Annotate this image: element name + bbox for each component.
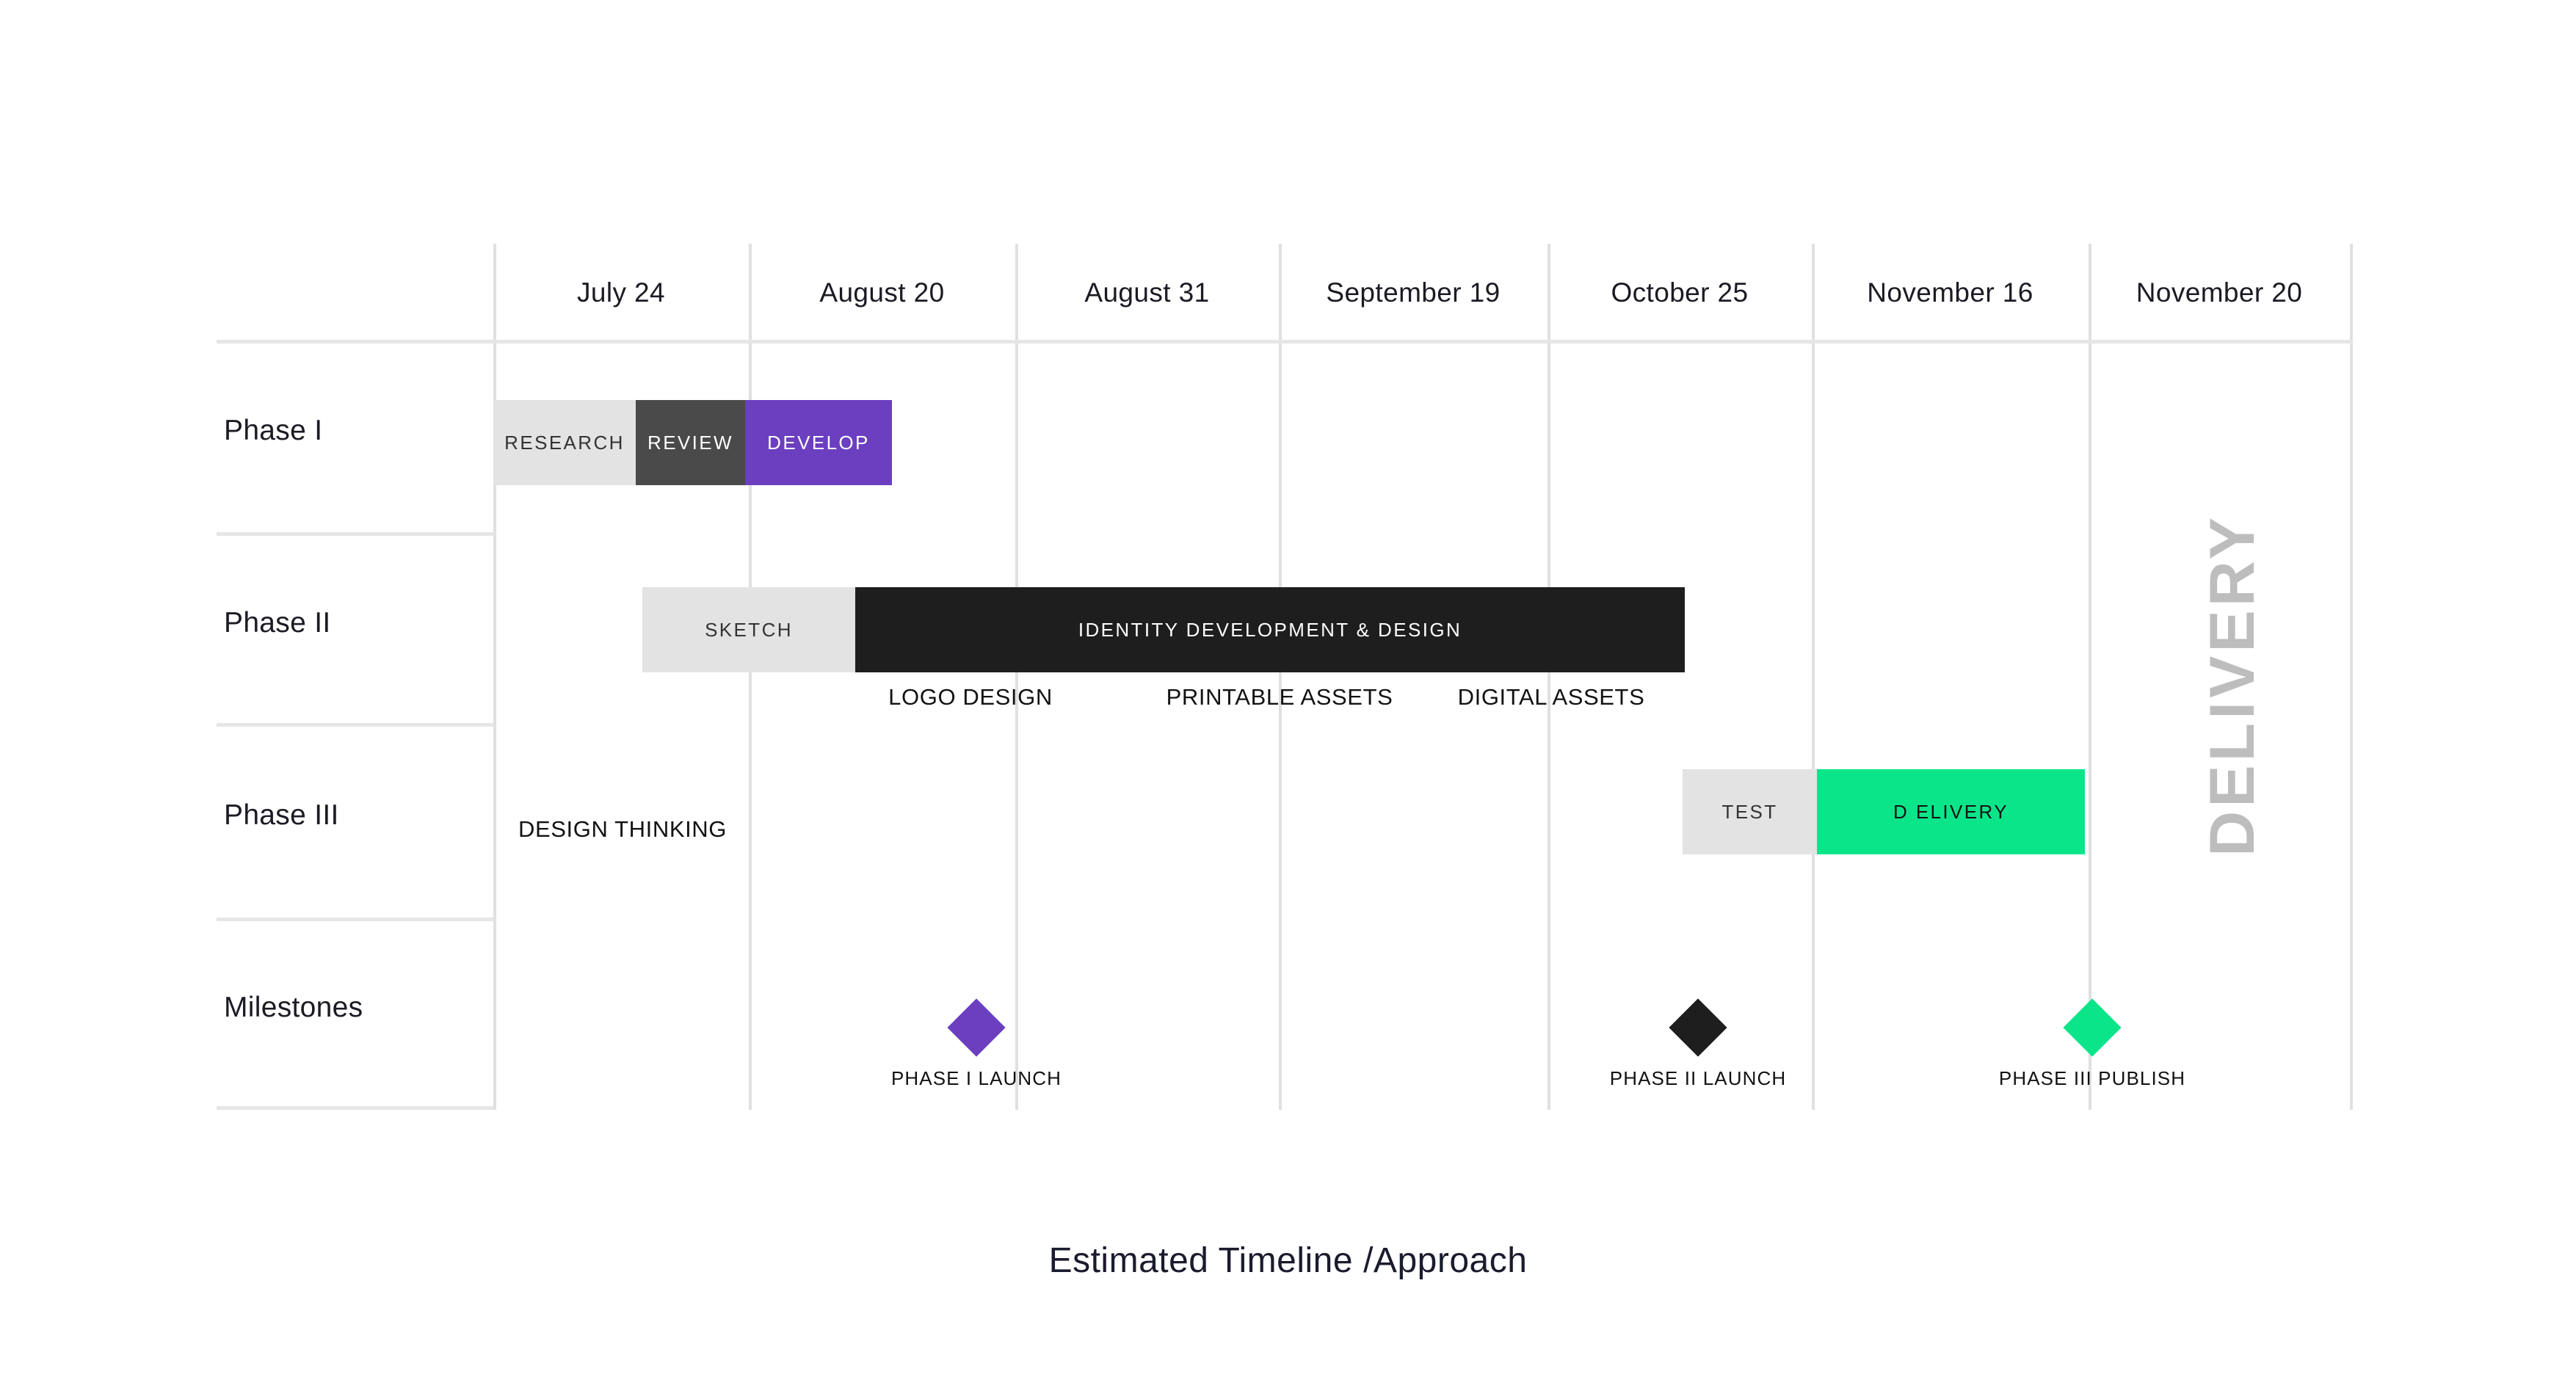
timeline-header: July 24 August 20 August 31 September 19…	[217, 244, 2353, 344]
milestone-phase-ii-launch[interactable]: PHASE II LAUNCH	[1588, 998, 1808, 1090]
row-label-phase-i: Phase I	[224, 415, 323, 446]
bar-test[interactable]: TEST	[1683, 769, 1817, 854]
diamond-icon-phase-iii	[2063, 998, 2122, 1057]
page-title-sub: Approach	[1373, 1241, 1528, 1280]
diamond-icon-phase-i	[947, 998, 1006, 1057]
date-header-september-19: September 19	[1326, 277, 1501, 308]
date-header-august-31: August 31	[1084, 277, 1210, 308]
grid-line-3	[1279, 244, 1282, 1110]
date-header-november-20: November 20	[2136, 277, 2303, 308]
grid-line-0	[493, 244, 496, 1110]
gantt-chart: July 24 August 20 August 31 September 19…	[217, 244, 2353, 1110]
bar-identity-development-and-design[interactable]: IDENTITY DEVELOPMENT & DESIGN	[855, 587, 1685, 672]
caption-design-thinking: DESIGN THINKING	[518, 816, 728, 842]
page-title-main: Estimated Timeline	[1048, 1241, 1354, 1280]
page-title-separator: /	[1363, 1241, 1374, 1280]
diamond-icon-phase-ii	[1669, 998, 1727, 1057]
bar-review[interactable]: REVIEW	[636, 400, 745, 485]
delivery-watermark: DELIVERY	[2197, 514, 2268, 857]
header-underline	[217, 340, 2353, 344]
caption-digital-assets: DIGITAL ASSETS	[1457, 684, 1645, 710]
row-rule-1	[217, 532, 493, 536]
row-rule-0	[217, 340, 493, 344]
milestone-phase-iii-publish[interactable]: PHASE III PUBLISH	[1975, 998, 2210, 1090]
grid-line-7	[2350, 244, 2353, 1110]
bar-research[interactable]: RESEARCH	[493, 400, 636, 485]
bar-delivery[interactable]: D ELIVERY	[1817, 769, 2085, 854]
bar-sketch[interactable]: SKETCH	[642, 587, 855, 672]
grid-line-1	[749, 244, 752, 1110]
caption-printable-assets: PRINTABLE ASSETS	[1166, 684, 1393, 710]
page-title: Estimated Timeline/Approach	[0, 1240, 2576, 1281]
milestone-phase-i-launch[interactable]: PHASE I LAUNCH	[874, 998, 1079, 1090]
date-header-july-24: July 24	[576, 277, 666, 308]
grid-line-5	[1812, 244, 1815, 1110]
row-label-column: Phase I Phase II Phase III Milestones	[217, 244, 493, 1110]
row-rule-2	[217, 723, 493, 727]
date-header-august-20: August 20	[819, 277, 945, 308]
bar-develop[interactable]: DEVELOP	[745, 400, 892, 485]
grid-line-6	[2089, 244, 2091, 1110]
row-label-phase-iii: Phase III	[224, 799, 339, 831]
date-header-november-16: November 16	[1867, 277, 2033, 308]
milestone-label-phase-iii: PHASE III PUBLISH	[1998, 1067, 2186, 1089]
row-label-milestones: Milestones	[224, 992, 363, 1023]
row-rule-4	[217, 1106, 493, 1110]
grid-line-4	[1548, 244, 1550, 1110]
grid-line-2	[1015, 244, 1018, 1110]
date-header-october-25: October 25	[1611, 277, 1749, 308]
caption-logo-design: LOGO DESIGN	[888, 684, 1053, 710]
row-label-phase-ii: Phase II	[224, 607, 331, 639]
milestone-label-phase-ii: PHASE II LAUNCH	[1609, 1067, 1787, 1089]
milestone-label-phase-i: PHASE I LAUNCH	[890, 1067, 1062, 1089]
row-rule-3	[217, 918, 493, 921]
